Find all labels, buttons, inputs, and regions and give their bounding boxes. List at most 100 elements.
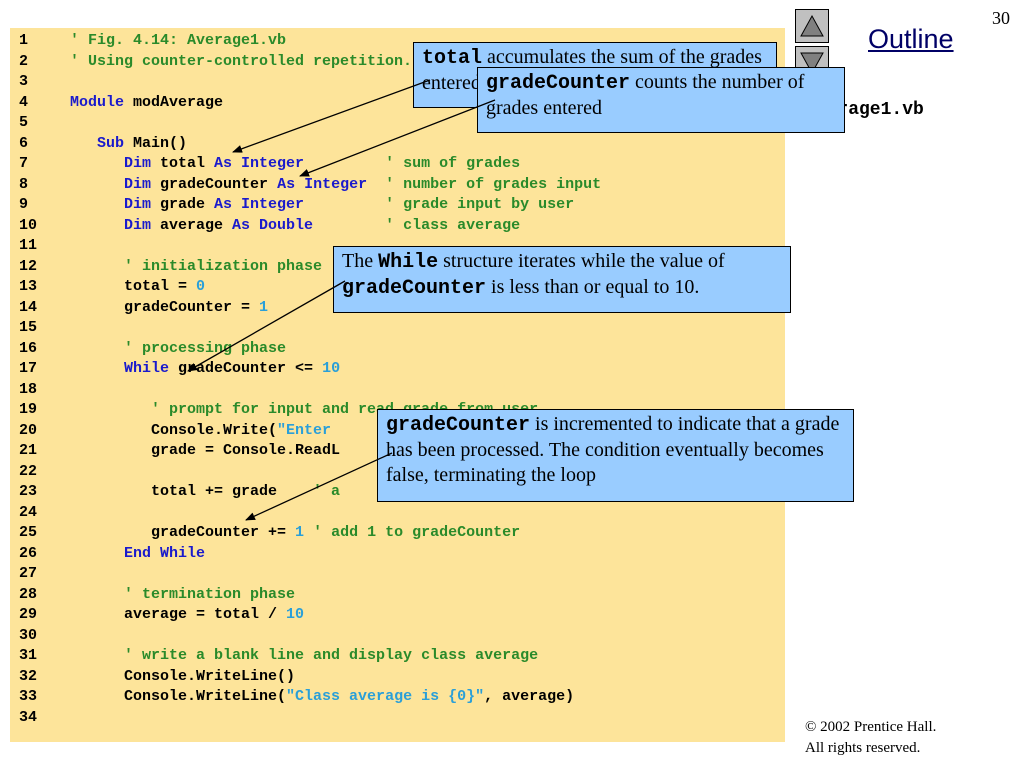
code-token-plain bbox=[70, 217, 124, 234]
code-token-comment: ' initialization phase bbox=[124, 257, 323, 275]
line-number: 5 bbox=[19, 114, 29, 131]
callout-increment-code: gradeCounter bbox=[386, 414, 531, 437]
code-text: Console.WriteLine() bbox=[70, 667, 295, 688]
code-token-comment: ' class average bbox=[385, 216, 521, 234]
code-token-comment: ' number of grades input bbox=[385, 175, 602, 193]
code-token-plain: Console.WriteLine( bbox=[70, 688, 287, 705]
line-number: 28 bbox=[19, 585, 38, 603]
code-token-plain bbox=[304, 524, 313, 541]
code-token-plain bbox=[70, 340, 124, 357]
line-number: 9 bbox=[19, 196, 29, 213]
code-token-comment: ' Fig. 4.14: Average1.vb bbox=[70, 32, 287, 49]
code-token-plain bbox=[70, 155, 124, 172]
code-token-comment: ' processing phase bbox=[124, 339, 287, 357]
line-number: 26 bbox=[19, 544, 38, 562]
code-text: gradeCounter += 1 ' add 1 to gradeCounte… bbox=[70, 523, 520, 544]
code-token-plain bbox=[304, 196, 385, 213]
code-text: ' write a blank line and display class a… bbox=[70, 646, 538, 667]
code-text: gradeCounter = 1 bbox=[70, 298, 268, 319]
code-token-number: 1 bbox=[259, 298, 269, 316]
code-token-plain bbox=[70, 258, 124, 275]
code-token-keyword: As Integer bbox=[214, 155, 305, 172]
line-number: 11 bbox=[19, 237, 38, 254]
code-token-plain bbox=[70, 401, 151, 418]
outline-link[interactable]: Outline bbox=[868, 24, 954, 54]
code-token-comment: ' grade input by user bbox=[385, 196, 575, 213]
code-token-plain: modAverage bbox=[124, 93, 224, 111]
line-number: 24 bbox=[19, 503, 38, 521]
code-text: ' Using counter-controlled repetition. bbox=[70, 52, 412, 73]
callout-grade-counter: gradeCounter counts the number of grades… bbox=[477, 67, 845, 133]
callout-grade-counter-text: counts the number of grades entered bbox=[486, 71, 805, 119]
code-text: average = total / 10 bbox=[70, 605, 304, 626]
code-token-comment: ' write a blank line and display class a… bbox=[124, 647, 539, 664]
code-token-comment: ' a bbox=[313, 483, 341, 500]
code-token-keyword: Module bbox=[70, 93, 125, 111]
code-token-plain: total += grade bbox=[70, 483, 314, 500]
code-token-plain bbox=[70, 545, 124, 562]
code-token-plain: average bbox=[151, 216, 233, 234]
line-number: 13 bbox=[19, 278, 38, 295]
code-token-keyword: As Double bbox=[232, 216, 314, 234]
code-text: Console.Write("Enter bbox=[70, 421, 331, 442]
code-token-keyword: Dim bbox=[124, 155, 152, 172]
line-number: 31 bbox=[19, 647, 38, 664]
line-number: 30 bbox=[19, 626, 38, 644]
code-text: While gradeCounter <= 10 bbox=[70, 359, 340, 380]
callout-total-code: total bbox=[422, 47, 483, 70]
line-number: 33 bbox=[19, 688, 38, 705]
line-number: 29 bbox=[19, 606, 38, 623]
code-token-plain: average = total / bbox=[70, 606, 287, 623]
code-text: Console.WriteLine("Class average is {0}"… bbox=[70, 687, 574, 708]
copyright-line-1: © 2002 Prentice Hall. bbox=[805, 719, 937, 735]
code-token-plain bbox=[70, 360, 124, 377]
callout-while-post: is less than or equal to 10. bbox=[486, 276, 700, 298]
code-token-keyword: While bbox=[124, 360, 170, 377]
line-number: 23 bbox=[19, 483, 38, 500]
callout-while-code1: While bbox=[378, 251, 439, 274]
line-number: 25 bbox=[19, 524, 38, 541]
slide-number: 30 bbox=[992, 8, 1010, 28]
code-panel: 1 ' Fig. 4.14: Average1.vb 2 ' Using counte… bbox=[10, 28, 785, 742]
code-token-number: 1 bbox=[295, 524, 305, 541]
line-number: 18 bbox=[19, 380, 38, 398]
code-token-number: 0 bbox=[196, 278, 206, 295]
code-token-keyword: As Integer bbox=[214, 196, 305, 213]
code-token-keyword: End While bbox=[124, 544, 206, 562]
code-text: Sub Main() bbox=[70, 134, 187, 155]
previous-slide-button[interactable] bbox=[795, 9, 829, 43]
code-text: total = 0 bbox=[70, 277, 205, 298]
code-token-plain: gradeCounter = bbox=[70, 298, 260, 316]
code-token-comment: ' termination phase bbox=[124, 585, 296, 603]
line-number: 17 bbox=[19, 360, 38, 377]
code-token-keyword: Dim bbox=[124, 216, 152, 234]
line-number: 12 bbox=[19, 257, 38, 275]
code-token-plain bbox=[304, 155, 385, 172]
line-number: 16 bbox=[19, 339, 38, 357]
code-token-plain bbox=[70, 135, 97, 152]
code-token-keyword: Dim bbox=[124, 175, 152, 193]
line-number: 32 bbox=[19, 667, 38, 685]
line-number: 1 bbox=[19, 32, 29, 49]
code-token-plain: gradeCounter <= bbox=[169, 360, 323, 377]
code-token-comment: ' sum of grades bbox=[385, 155, 521, 172]
code-token-string: "Enter bbox=[277, 421, 332, 439]
code-text: Dim gradeCounter As Integer ' number of … bbox=[70, 175, 601, 196]
code-token-keyword: As Integer bbox=[277, 175, 368, 193]
code-token-plain: grade = Console.ReadL bbox=[70, 442, 341, 459]
code-text: End While bbox=[70, 544, 205, 565]
code-token-plain bbox=[70, 176, 124, 193]
callout-total-text: accumulates the sum of the grades entere… bbox=[422, 46, 762, 94]
code-token-plain: , average) bbox=[484, 688, 575, 705]
code-token-string: "Class average is {0}" bbox=[286, 688, 485, 705]
callout-while-pre: The bbox=[342, 250, 379, 272]
code-token-plain: gradeCounter bbox=[151, 175, 278, 193]
code-token-plain: gradeCounter += bbox=[70, 524, 296, 541]
code-token-plain bbox=[313, 217, 385, 234]
line-number: 8 bbox=[19, 175, 29, 193]
code-token-comment: ' Using counter-controlled repetition. bbox=[70, 52, 413, 70]
line-number: 4 bbox=[19, 93, 29, 111]
line-number: 2 bbox=[19, 52, 29, 70]
code-text: Dim grade As Integer ' grade input by us… bbox=[70, 195, 574, 216]
line-number: 14 bbox=[19, 298, 38, 316]
